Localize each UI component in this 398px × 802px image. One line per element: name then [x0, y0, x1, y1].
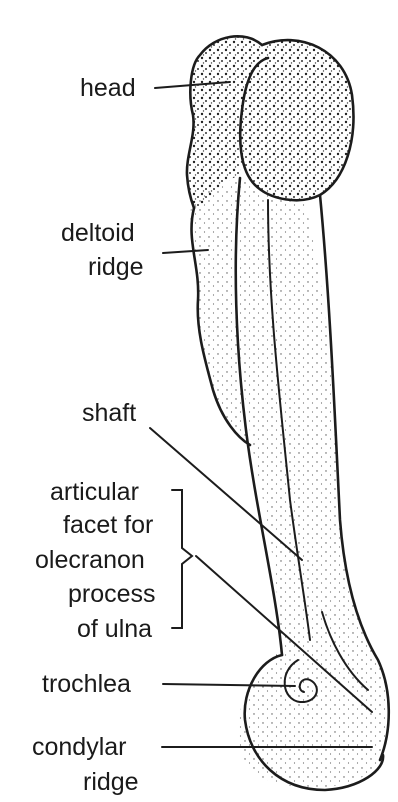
label-articular-line5: of ulna — [77, 615, 152, 643]
label-deltoid-ridge-line1: deltoid — [61, 219, 135, 247]
bone-shaft-body — [235, 170, 389, 788]
labels: head deltoid ridge shaft articular facet… — [32, 74, 156, 796]
label-articular-line2: facet for — [63, 511, 153, 539]
label-articular-line1: articular — [50, 478, 139, 506]
label-trochlea: trochlea — [42, 670, 131, 698]
label-deltoid-ridge-line2: ridge — [88, 253, 144, 281]
label-condylar-ridge-line2: ridge — [83, 768, 139, 796]
label-articular-line4: process — [68, 580, 156, 608]
label-condylar-ridge-line1: condylar — [32, 733, 127, 761]
label-articular-line3: olecranon — [35, 546, 145, 574]
label-head: head — [80, 74, 136, 102]
humerus-bone — [187, 36, 389, 790]
bracket-articular — [172, 490, 192, 628]
label-shaft: shaft — [82, 399, 136, 427]
